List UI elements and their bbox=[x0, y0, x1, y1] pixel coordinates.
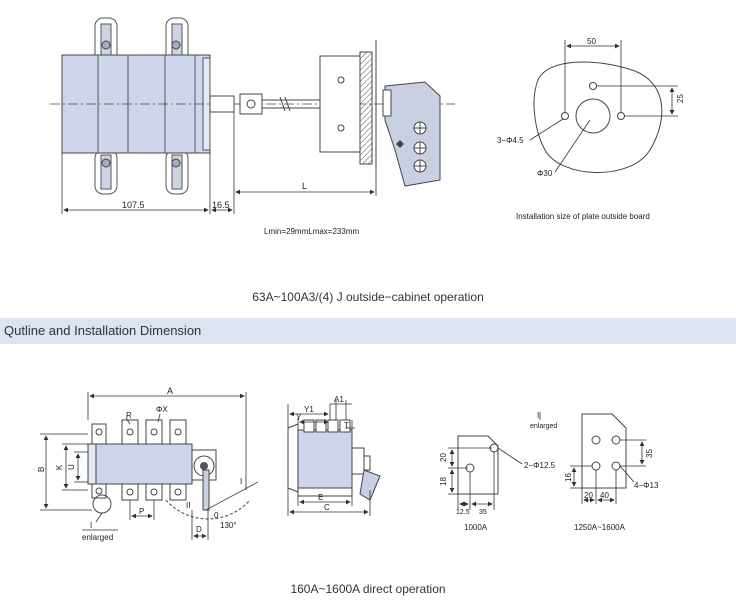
detail-1000a-dims bbox=[448, 447, 523, 510]
section-band: Qutline and Installation Dimension bbox=[0, 318, 736, 344]
l-range-note: Lmin=29mmLmax=233mm bbox=[264, 227, 359, 236]
detail-1000a bbox=[457, 435, 499, 495]
front-label-u: U bbox=[67, 464, 76, 470]
plate-holes-label: 3−Φ4.5 bbox=[497, 136, 524, 145]
front-label-b: B bbox=[37, 467, 46, 472]
d1000-caption: 1000A bbox=[464, 523, 488, 532]
detail-1250a bbox=[581, 413, 627, 489]
dim-107-5: 107.5 bbox=[122, 200, 145, 210]
front-view bbox=[87, 419, 259, 520]
d1000-holes: 2−Φ12.5 bbox=[524, 461, 556, 470]
d1250-enlarged: enlarged bbox=[530, 423, 557, 430]
d1250-i: I bbox=[537, 411, 539, 420]
bottom-caption: 160A~1600A direct operation bbox=[290, 582, 446, 596]
front-label-r: R bbox=[126, 411, 132, 420]
front-label-zero: 0 bbox=[214, 511, 219, 520]
front-label-i: I bbox=[240, 477, 242, 486]
side-label-t: T bbox=[344, 421, 349, 430]
front-label-ii: II bbox=[186, 501, 190, 510]
front-dimensions bbox=[40, 392, 247, 540]
d1000-h20: 20 bbox=[439, 453, 448, 462]
dim-16-5: 16.5 bbox=[212, 200, 230, 210]
d1250-h35: 35 bbox=[645, 449, 654, 458]
d1000-w35: 35 bbox=[479, 509, 487, 516]
d1000-w12: 12.5 bbox=[456, 509, 470, 516]
side-dimensions bbox=[287, 400, 371, 516]
side-label-a1: A1 bbox=[334, 395, 344, 404]
side-label-y1: Y1 bbox=[304, 405, 314, 414]
plate-outline bbox=[529, 40, 678, 173]
front-label-p: P bbox=[139, 507, 144, 516]
d1250-w40: 40 bbox=[600, 491, 609, 500]
plate-caption: Installation size of plate outside board bbox=[516, 212, 650, 221]
top-caption: 63A~100A3/(4) J outside−cabinet operatio… bbox=[252, 290, 484, 304]
d1250-holes: 4−Φ13 bbox=[634, 481, 659, 490]
top-door-assembly bbox=[319, 40, 441, 187]
detail-1250a-dims bbox=[539, 412, 646, 504]
plate-dim-25: 25 bbox=[676, 94, 685, 103]
plate-center-label: Φ30 bbox=[537, 169, 553, 178]
top-shaft bbox=[209, 93, 330, 115]
d1000-h18: 18 bbox=[439, 477, 448, 486]
front-label-enlarged: enlarged bbox=[82, 533, 113, 542]
side-label-y: Y bbox=[296, 413, 302, 422]
front-label-i-enlarged: I bbox=[90, 521, 92, 530]
side-label-e: E bbox=[318, 493, 323, 502]
section-title: Qutline and Installation Dimension bbox=[4, 323, 202, 338]
d1250-w20: 20 bbox=[584, 491, 593, 500]
d1250-h16: 16 bbox=[564, 473, 573, 482]
d1250-caption: 1250A~1600A bbox=[574, 523, 626, 532]
front-label-k: K bbox=[55, 464, 64, 470]
top-switch-body bbox=[61, 17, 211, 195]
front-label-angle: 130° bbox=[220, 521, 237, 530]
front-label-d: D bbox=[196, 525, 202, 534]
side-view bbox=[287, 419, 381, 501]
plate-dim-50: 50 bbox=[587, 37, 596, 46]
top-dimensions bbox=[61, 112, 377, 214]
side-label-c: C bbox=[324, 503, 330, 512]
front-label-phix: ΦX bbox=[156, 405, 168, 414]
front-label-a: A bbox=[167, 386, 173, 396]
dim-l: L bbox=[302, 181, 307, 191]
